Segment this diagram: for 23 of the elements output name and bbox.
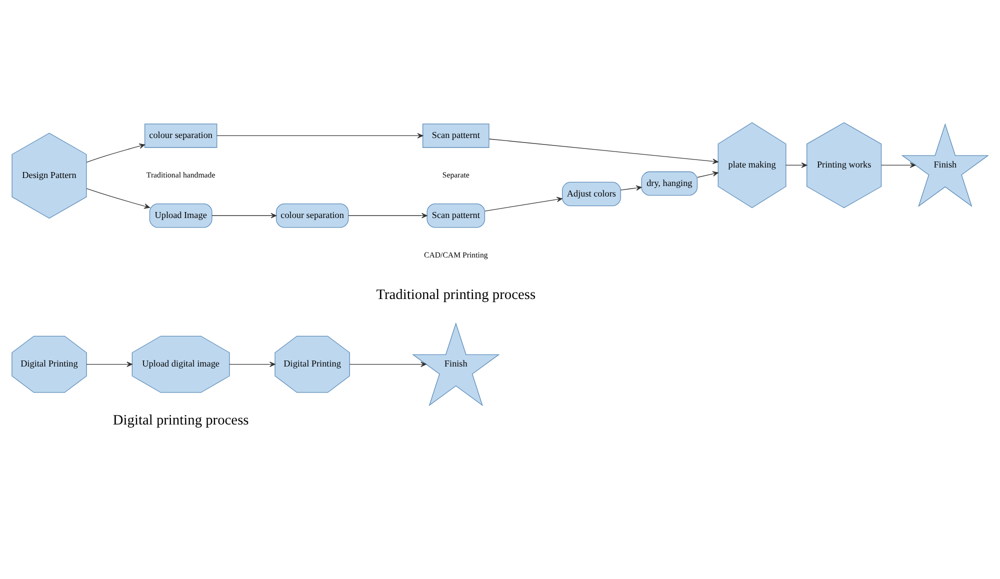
node-box: Upload Image xyxy=(149,203,212,228)
arrow xyxy=(786,162,808,168)
arrow xyxy=(349,361,426,366)
arrow xyxy=(348,212,428,218)
arrow xyxy=(484,196,562,211)
arrow xyxy=(216,132,424,138)
node-box: Scan patternt xyxy=(426,203,486,228)
arrow xyxy=(86,143,146,162)
node-box: colour separation xyxy=(144,123,218,148)
arrow xyxy=(620,184,642,190)
node-box: Adjust colors xyxy=(562,181,621,206)
arrow xyxy=(86,361,132,366)
arrow xyxy=(697,170,718,178)
arrow xyxy=(229,361,276,366)
node-box: colour separation xyxy=(276,203,349,228)
node-box: Scan patternt xyxy=(422,123,490,148)
label: Traditional printing process xyxy=(376,286,536,303)
arrow xyxy=(488,138,718,164)
node-box: dry, hanging xyxy=(641,170,698,196)
label: Digital printing process xyxy=(112,412,249,428)
arrow xyxy=(880,162,916,168)
arrow xyxy=(212,212,277,218)
arrow xyxy=(86,188,150,208)
